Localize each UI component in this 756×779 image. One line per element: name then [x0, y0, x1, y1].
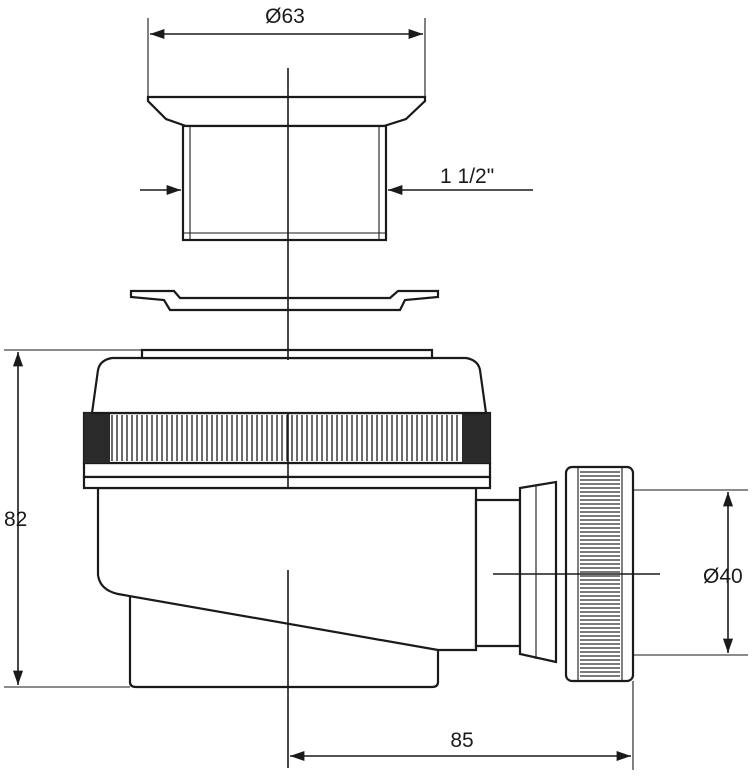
- collar-ribbing: [111, 415, 458, 461]
- label-outlet-offset: 85: [450, 729, 473, 752]
- flange-gasket: [129, 289, 440, 312]
- label-height: 82: [4, 508, 27, 531]
- dimension-height: 82: [4, 349, 142, 688]
- dimension-outlet-diameter: Ø40: [633, 489, 748, 656]
- dimension-outlet-offset: 85: [290, 681, 634, 770]
- label-thread-size: 1 1/2": [440, 165, 494, 188]
- dimension-top-diameter: Ø63: [147, 5, 426, 97]
- dimension-thread-size: 1 1/2": [140, 165, 533, 196]
- drain-body: [82, 348, 635, 689]
- label-top-diameter: Ø63: [265, 5, 305, 28]
- outlet-nut-ribbing: [580, 471, 620, 677]
- strainer-funnel: [146, 95, 427, 242]
- label-outlet-diameter: Ø40: [703, 565, 743, 588]
